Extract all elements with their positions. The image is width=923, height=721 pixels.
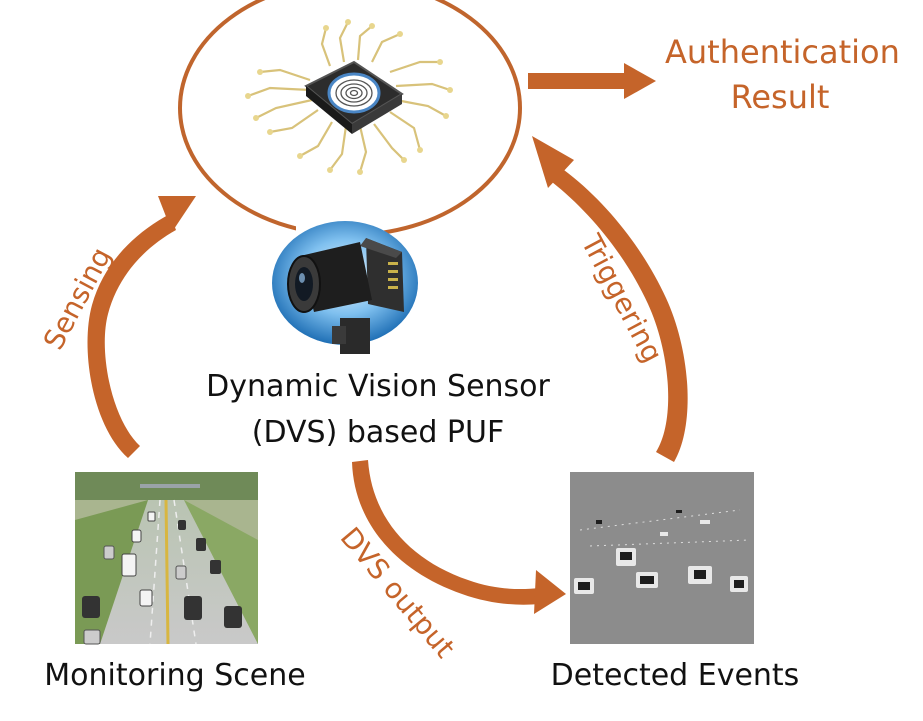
dvs-label-line1: Dynamic Vision Sensor: [206, 369, 550, 404]
event-frame-image: [570, 472, 754, 644]
authentication-line2: Result: [730, 78, 830, 116]
detected-events-caption: Detected Events: [550, 658, 800, 693]
dvs-puf-label: Dynamic Vision Sensor (DVS) based PUF: [178, 364, 578, 456]
dvs-output-arrow: [352, 460, 566, 614]
output-arrow: [528, 63, 656, 99]
fingerprint-chip-icon: [245, 19, 453, 175]
authentication-result-label: Authentication Result: [665, 30, 900, 120]
dvs-label-line2: (DVS) based PUF: [251, 415, 505, 450]
authentication-line1: Authentication: [665, 33, 900, 71]
triggering-arrow: [532, 136, 688, 462]
highway-photo: [75, 472, 258, 645]
monitoring-scene-caption: Monitoring Scene: [44, 658, 306, 693]
dvs-camera-icon: [272, 221, 418, 354]
sensing-arrow: [87, 196, 196, 458]
